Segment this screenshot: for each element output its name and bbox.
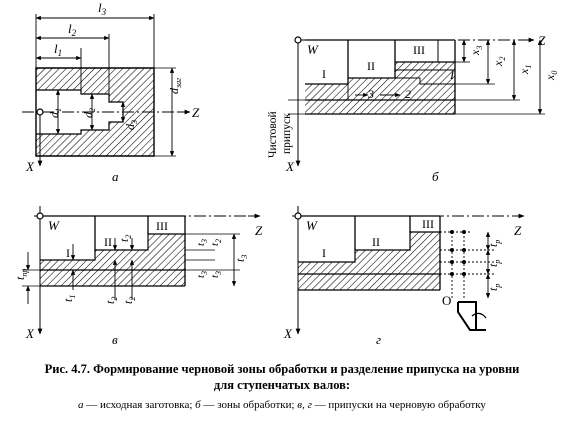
svg-text:Z: Z [538,33,546,48]
svg-text:2: 2 [405,87,411,101]
svg-text:X: X [25,326,35,341]
svg-text:3: 3 [367,87,374,101]
svg-text:W: W [306,218,318,233]
panel-g: W Z X I II III tр tр tр O г [283,206,525,347]
caption-line-1: Рис. 4.7. Формирование черновой зоны обр… [44,362,520,376]
panel-b: W Z X I II III I 3 2 x3 x2 x1 x0 Чистово… [267,33,559,184]
cutting-tool-icon [457,301,487,331]
svg-text:X: X [285,159,295,174]
svg-text:l3: l3 [98,0,107,17]
svg-text:tр: tр [486,240,502,247]
svg-text:t3: t3 [209,271,223,278]
svg-text:X: X [25,159,35,174]
svg-text:t2: t2 [209,239,223,246]
svg-text:III: III [156,219,168,233]
svg-text:t2: t2 [103,297,119,304]
svg-text:I: I [449,68,455,82]
panel-v: W Z X I II III tпр t1 t2 t2 t2 t3 t3 t2 … [13,206,263,347]
caption-line-2: для ступенчатых валов: [213,378,351,392]
legend-text-a: — исходная заготовка; [83,399,196,411]
svg-text:dзаг: dзаг [167,78,183,94]
legend-key-a: а [78,399,84,411]
svg-text:припуск: припуск [281,113,293,154]
svg-text:x1: x1 [517,65,533,75]
svg-text:II: II [372,235,380,249]
legend-key-b: б [195,399,201,411]
svg-text:l2: l2 [68,21,77,38]
svg-text:Z: Z [192,105,200,120]
svg-text:x0: x0 [543,71,559,81]
panel-a: l3 l2 l1 Z X d1 d2 d3 dзаг а [22,0,200,184]
panel-b-label: б [432,169,439,184]
svg-text:tпр: tпр [13,269,29,280]
svg-text:t3: t3 [233,255,249,262]
svg-text:d3: d3 [123,120,139,130]
figure-legend: а — исходная заготовка; б — зоны обработ… [0,398,564,412]
svg-text:W: W [48,218,60,233]
svg-text:III: III [422,217,434,231]
svg-text:III: III [413,43,425,57]
zone-hatch [305,62,455,100]
svg-text:t2: t2 [121,297,137,304]
figure-caption: Рис. 4.7. Формирование черновой зоны обр… [0,361,564,393]
panel-g-label: г [376,332,381,347]
svg-text:O: O [442,293,451,308]
svg-text:W: W [307,42,319,57]
svg-text:I: I [322,246,326,260]
legend-text-vg: — припуски на черновую обработку [311,399,486,411]
svg-text:d1: d1 [47,108,63,118]
svg-text:tр: tр [486,284,502,291]
svg-text:I: I [322,67,326,81]
panel-a-label: а [112,169,119,184]
svg-text:X: X [283,326,293,341]
svg-text:Z: Z [255,223,263,238]
svg-text:x3: x3 [468,46,484,56]
svg-text:Чистовой: Чистовой [267,111,279,158]
svg-text:II: II [367,59,375,73]
svg-text:Z: Z [514,223,522,238]
svg-text:II: II [104,235,112,249]
svg-text:t2: t2 [117,235,133,242]
svg-text:x2: x2 [491,57,507,67]
svg-text:I: I [66,246,70,260]
svg-text:t3: t3 [195,239,209,246]
svg-text:l1: l1 [54,41,62,58]
step-3 [109,102,123,122]
svg-text:d2: d2 [81,108,97,118]
svg-text:tр: tр [486,260,502,267]
svg-text:t1: t1 [61,295,77,302]
panel-v-label: в [112,332,118,347]
legend-key-vg: в, г [297,399,312,411]
svg-text:t3: t3 [195,271,209,278]
legend-text-b: — зоны обработки; [200,399,298,411]
